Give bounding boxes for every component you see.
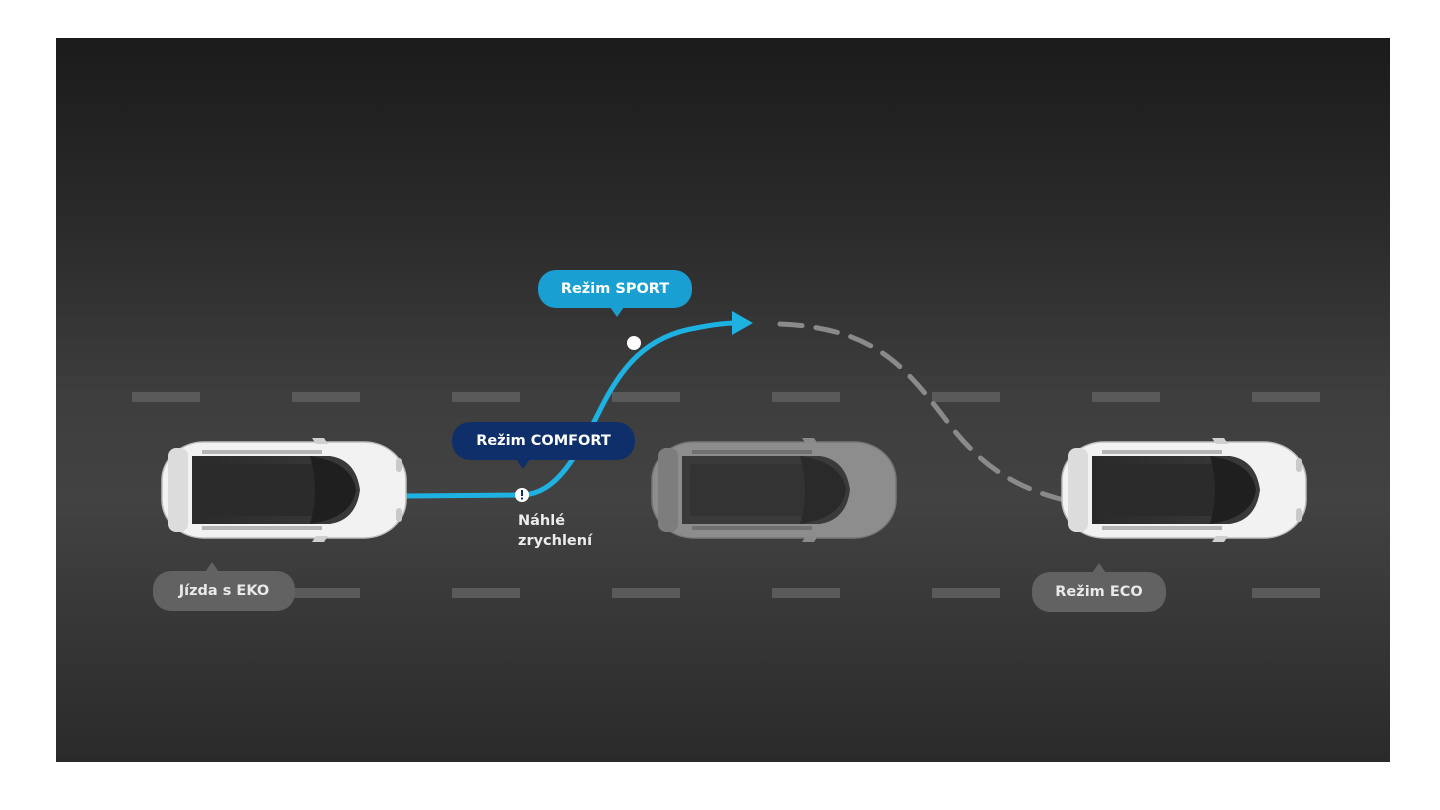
sudden-acceleration-line1: Náhlé <box>518 513 566 529</box>
comfort-mode-label: Režim COMFORT <box>452 422 635 469</box>
lane-marking-upper <box>132 392 1320 402</box>
lane-marking-lower <box>292 588 1320 598</box>
eko-driving-label: Jízda s EKO <box>153 562 295 611</box>
driving-mode-diagram: Režim SPORT Režim COMFORT Jízda s EKO Re… <box>56 38 1390 762</box>
car-left-white <box>161 438 407 542</box>
sudden-acceleration-label: Náhlé zrychlení <box>518 511 592 551</box>
sport-mode-label: Režim SPORT <box>538 270 692 317</box>
car-right-white <box>1061 438 1307 542</box>
sport-point <box>627 336 641 350</box>
car-middle-gray <box>651 438 897 542</box>
arrow-right-icon <box>732 311 753 335</box>
diagram-canvas <box>132 311 1320 598</box>
acceleration-path <box>403 320 739 499</box>
ghost-dashed-path <box>777 321 1067 503</box>
eco-mode-label: Režim ECO <box>1032 563 1166 612</box>
sudden-acceleration-line2: zrychlení <box>518 533 593 549</box>
exclamation-icon <box>515 488 529 502</box>
